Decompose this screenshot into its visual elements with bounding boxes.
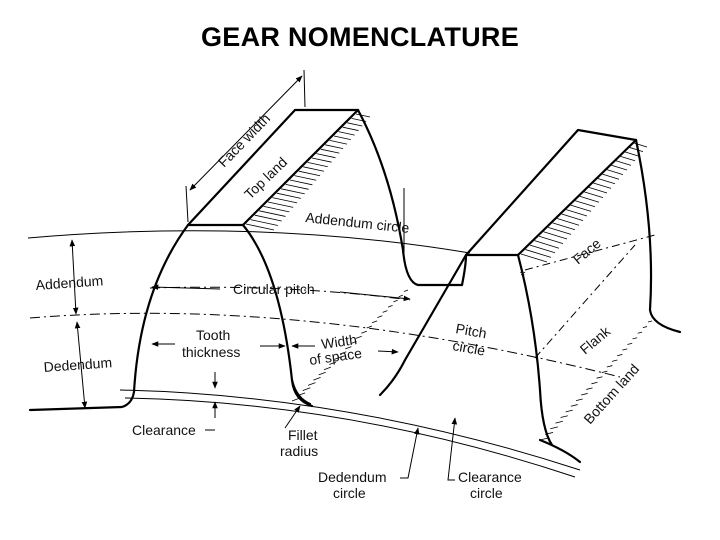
right-tooth-back-edge: [516, 138, 638, 257]
circular-pitch-arrow-left: [151, 284, 221, 290]
circular-pitch-arrow-right: [339, 291, 411, 302]
clearance-circle-leader: [447, 417, 458, 481]
face-width-label: Face width: [215, 110, 274, 170]
right-tooth-top-edge: [464, 128, 638, 257]
clearance-circle-label-2: circle: [470, 485, 503, 501]
fillet-radius-leader: [284, 405, 301, 429]
bottom-land-label: Bottom land: [580, 361, 642, 427]
face-width-ext-left: [185, 185, 189, 223]
fillet-radius-label-1: Fillet: [288, 427, 318, 443]
dedendum-circle-label-2: circle: [333, 485, 366, 501]
dedendum-circle-label-1: Dedendum: [318, 469, 387, 485]
dedendum-label: Dedendum: [43, 354, 112, 375]
face-width-arrow: [189, 75, 303, 191]
face-label: Face: [570, 235, 604, 267]
width-of-space-label-2: of space: [308, 345, 363, 368]
clearance-circle-label-1: Clearance: [458, 469, 522, 485]
addendum-label: Addendum: [35, 272, 104, 293]
face-width-ext-right: [303, 69, 306, 108]
left-tooth-back-profile: [356, 108, 464, 287]
circular-pitch-label: Circular pitch: [233, 281, 315, 297]
addendum-circle-line: [27, 230, 471, 254]
left-space-flank: [290, 378, 312, 406]
tooth-thickness-label-1: Tooth: [196, 327, 230, 343]
flank-line: [534, 244, 636, 359]
pitch-circle-line: [29, 312, 621, 378]
fillet-radius-label-2: radius: [280, 443, 318, 459]
right-tooth-front-profile: [460, 253, 554, 447]
right-tooth-back-profile: [634, 138, 682, 334]
dedendum-arrow: [74, 321, 88, 409]
left-fillet-shading: [291, 289, 409, 402]
pitch-circle-label-1: Pitch: [454, 320, 487, 341]
dedendum-circle-leader: [400, 427, 420, 479]
right-tooth-flank-upper: [378, 253, 468, 397]
tooth-thickness-label-2: thickness: [182, 344, 240, 360]
right-tooth-face-shading: [520, 142, 648, 263]
addendum-arrow: [69, 239, 79, 315]
right-tooth-bottom-land-edge: [538, 438, 582, 464]
pitch-circle-label-2: circle: [451, 337, 486, 358]
dedendum-circle-line: [124, 397, 576, 478]
addendum-circle-label: Addendum circle: [305, 209, 411, 236]
width-of-space-arrow-right: [377, 348, 399, 355]
asterisk-mark: *: [520, 267, 526, 283]
width-of-space-label-1: Width: [320, 331, 358, 352]
page-title: GEAR NOMENCLATURE: [200, 22, 520, 52]
face-line: [524, 234, 656, 271]
clearance-label: Clearance: [132, 422, 196, 438]
clearance-circle-line: [119, 389, 581, 471]
right-fillet-shading: [539, 320, 653, 441]
flank-label: Flank: [577, 322, 614, 357]
